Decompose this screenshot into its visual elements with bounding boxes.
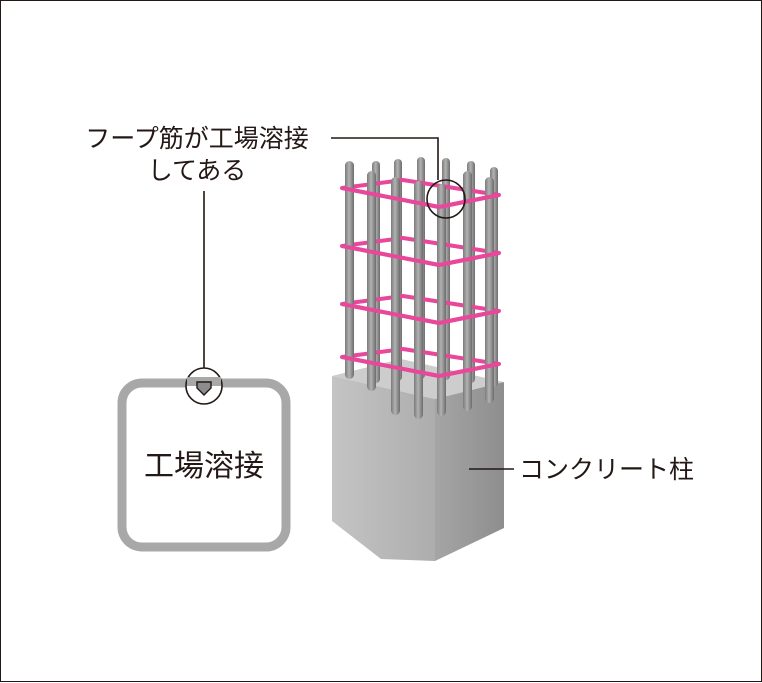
rebar [414,181,423,419]
weld-point-circle [426,179,466,219]
weld-callout [203,137,466,369]
callout-leader-line [331,137,439,180]
rebar [485,177,494,403]
weld-bead-icon [196,381,212,396]
hoop-front-segments [341,186,500,378]
rebar [367,171,376,391]
concrete-side-face [435,382,504,561]
rebar [345,161,354,379]
callout-label-line1: フープ筋が工場溶接 [85,124,309,153]
hoop-2-front [341,244,500,267]
rebar [437,184,446,416]
column-label: コンクリート柱 [519,455,694,484]
rebar-front-row [345,161,494,419]
hoop-4-front [341,355,500,378]
rebar [391,177,400,415]
rebar-cage [340,157,501,419]
concrete-column [332,359,504,561]
hoop-detail [117,367,291,552]
rebar [463,171,472,411]
concrete-front-face [332,376,435,561]
hoop-1-front [341,186,500,209]
hoop-detail-label: 工場溶接 [144,449,264,484]
callout-label-line2: してある [148,156,247,185]
hoop-3-front [341,302,500,325]
